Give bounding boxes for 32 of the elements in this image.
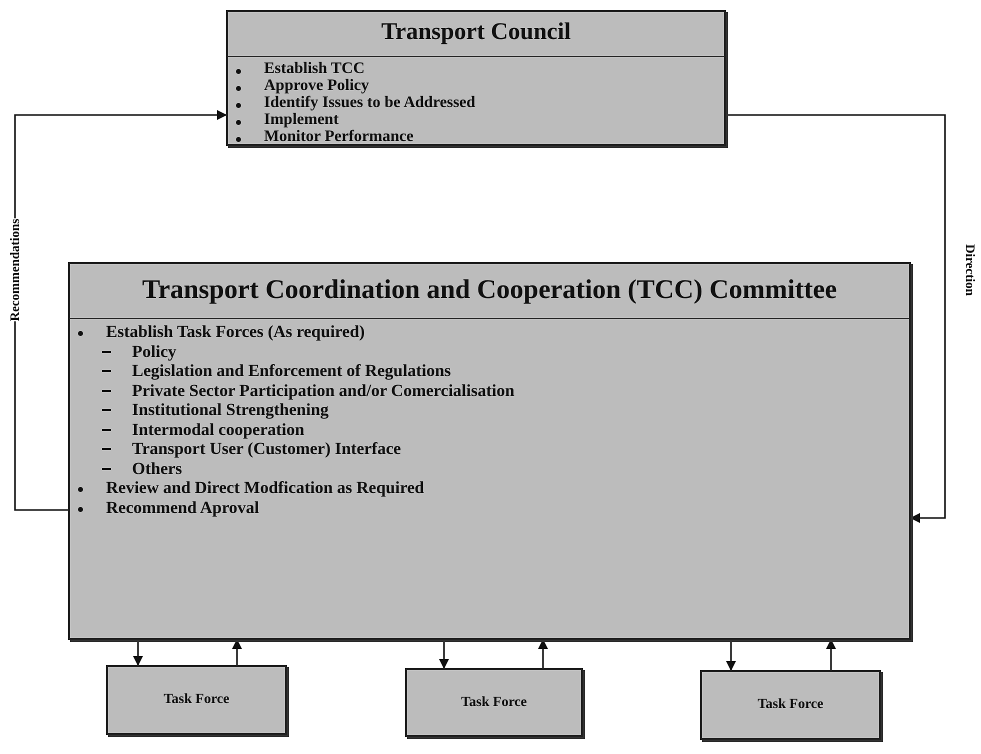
box-label: Task Force — [162, 691, 230, 709]
list-item: Review and Direct Modfication as Required — [106, 478, 424, 498]
arrow — [439, 640, 449, 669]
list-item: Establish Task Forces (As required) — [106, 322, 365, 342]
arrow — [133, 640, 143, 666]
list-item: Recommend Aproval — [106, 498, 260, 518]
list-item: Policy — [132, 342, 176, 362]
arrow — [826, 639, 836, 670]
box-label: Task Force — [460, 694, 528, 712]
arrow — [232, 639, 242, 665]
heading: Transport Council — [228, 12, 724, 57]
arrow — [726, 640, 736, 671]
list-item: Institutional Strengthening — [132, 400, 329, 420]
list-item: Intermodal cooperation — [132, 420, 304, 440]
panel-box — [226, 10, 726, 146]
list-item: Legislation and Enforcement of Regulations — [132, 361, 451, 381]
list-item: Monitor Performance — [264, 128, 414, 146]
process-box — [700, 670, 881, 740]
list-item: Transport User (Customer) Interface — [132, 439, 401, 459]
box-label: Task Force — [756, 696, 824, 714]
list-item: Others — [132, 458, 182, 478]
list-item: Identify Issues to be Addressed — [264, 94, 476, 112]
list-item: Private Sector Participation and/or Comercialisation — [132, 380, 514, 400]
arrow — [538, 639, 548, 668]
panel-box — [68, 262, 911, 640]
process-box — [405, 668, 583, 737]
list-item: Establish TCC — [264, 60, 365, 78]
arrow — [726, 114, 946, 523]
heading: Transport Coordination and Cooperation (TCC) Committee — [70, 264, 909, 319]
list-item: Implement — [264, 111, 339, 129]
list-item: Approve Policy — [264, 77, 370, 95]
process-box — [106, 665, 287, 735]
